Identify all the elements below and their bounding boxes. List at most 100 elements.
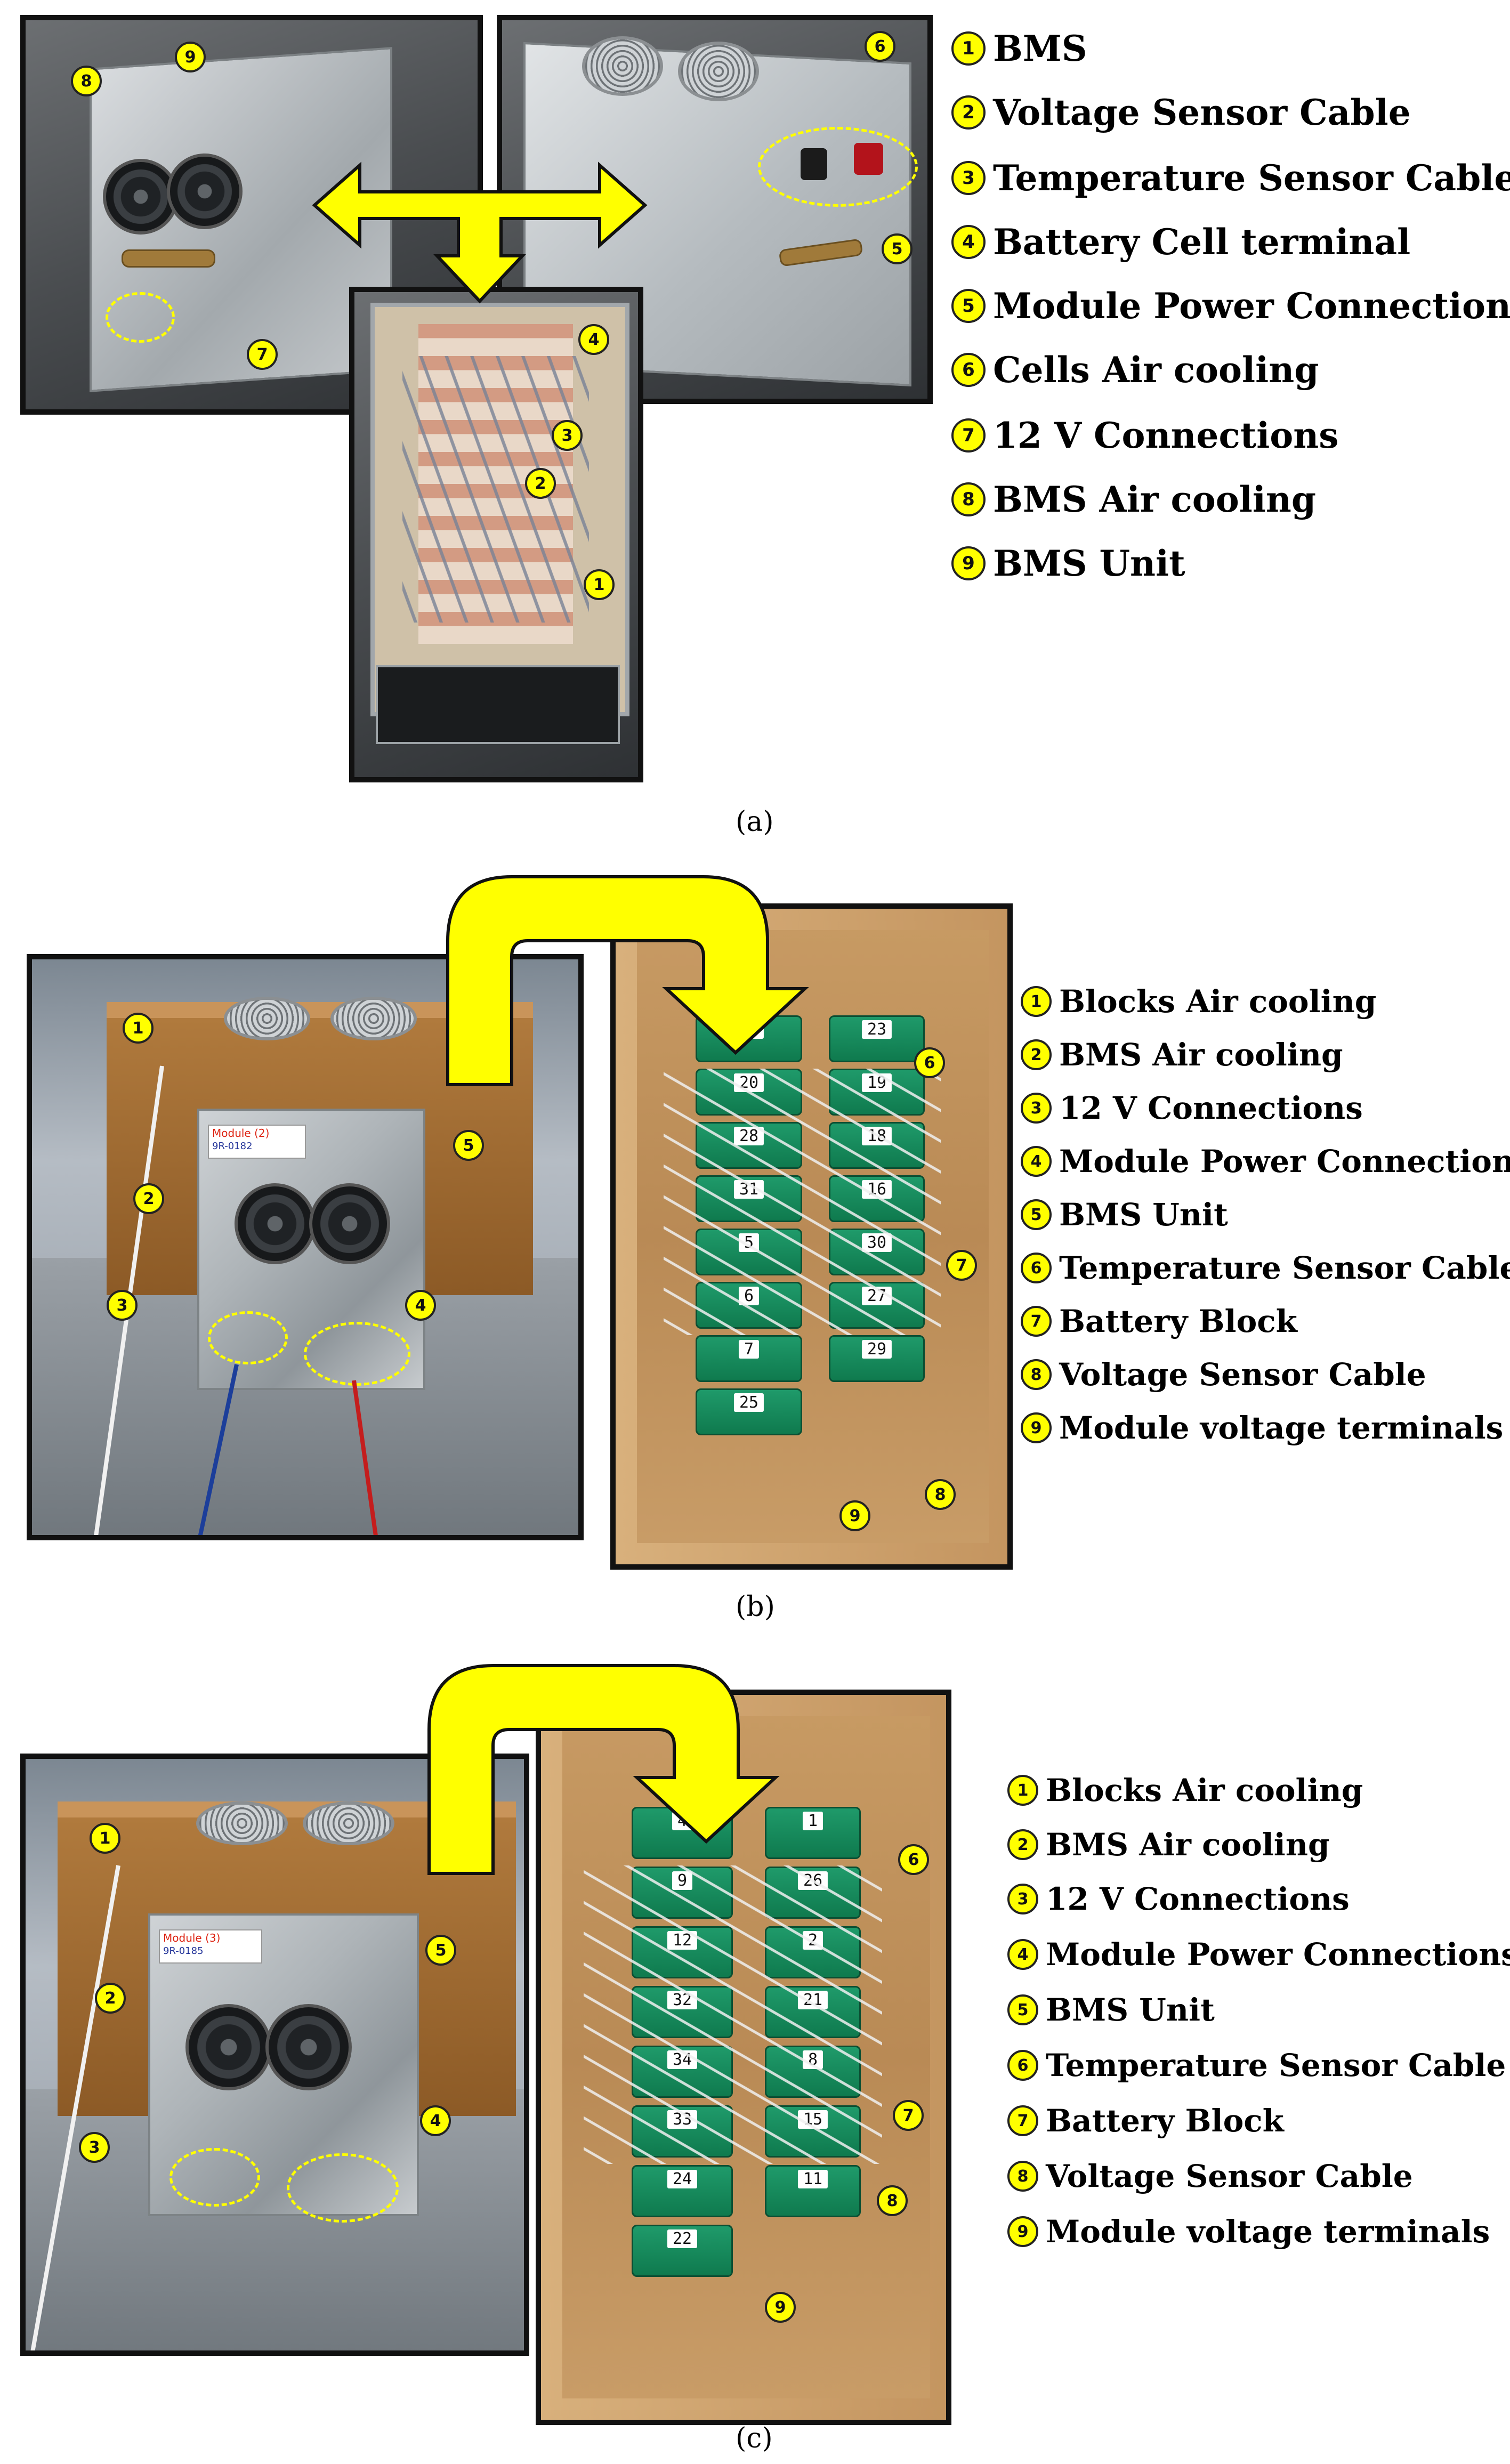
battery-block-number: 24	[667, 2170, 698, 2188]
battery-block-number: 1	[802, 1812, 823, 1830]
battery-block-number: 11	[797, 2170, 828, 2188]
photo-b-open: 2720283156725 23191816302729 6 7 8 9	[610, 903, 1013, 1570]
marker-8: 8	[877, 2185, 908, 2216]
block-fan-1	[224, 997, 310, 1040]
battery-block: 23	[829, 1015, 925, 1062]
photo-a-open: 4 3 2 1	[349, 287, 643, 782]
bms-fan-2	[265, 2004, 352, 2090]
bms-fan-1	[235, 1183, 316, 1264]
highlight-power	[304, 1322, 410, 1386]
marker-1: 1	[123, 1013, 154, 1044]
marker-1: 1	[584, 569, 615, 600]
battery-block-number: 22	[667, 2229, 698, 2248]
marker-3: 3	[552, 420, 583, 451]
marker-6: 6	[865, 31, 895, 62]
arrow-curved	[446, 875, 809, 1086]
caption-c: (c)	[736, 2422, 773, 2454]
highlight-12v	[169, 2148, 260, 2207]
battery-block-number: 25	[733, 1393, 764, 1412]
marker-9: 9	[839, 1500, 870, 1531]
module-tag-code: 9R-0185	[163, 1945, 204, 1957]
battery-block: 11	[765, 2165, 861, 2217]
highlight-power	[287, 2153, 399, 2223]
marker-5: 5	[453, 1130, 484, 1161]
module-tag: Module (3) 9R-0185	[159, 1929, 262, 1964]
cells-fan-2	[678, 42, 759, 101]
power-socket-black	[801, 148, 827, 180]
marker-9: 9	[175, 42, 206, 72]
module-tag-code: 9R-0182	[212, 1141, 253, 1152]
battery-block: 29	[829, 1335, 925, 1382]
marker-5: 5	[882, 233, 913, 264]
marker-8: 8	[925, 1479, 956, 1510]
battery-block-number: 23	[861, 1020, 892, 1039]
caption-a: (a)	[736, 806, 774, 838]
battery-block: 22	[632, 2225, 733, 2277]
battery-block: 1	[765, 1807, 861, 1859]
marker-6: 6	[898, 1844, 929, 1875]
marker-7: 7	[946, 1250, 977, 1281]
marker-6: 6	[914, 1047, 945, 1078]
photo-c-open: 49123234332422 12622181511 6 7 8 9	[536, 1690, 951, 2425]
marker-5: 5	[425, 1935, 456, 1966]
photo-b-front: Module (2) 9R-0182 1 2 3 4 5	[27, 954, 584, 1540]
sensor-wires	[664, 1069, 941, 1335]
block-fan-2	[330, 997, 417, 1040]
block-fan-1	[196, 1801, 288, 1845]
bms-fan-2	[309, 1183, 390, 1264]
power-socket-red	[854, 143, 883, 175]
bms-board	[376, 665, 620, 744]
sensor-wires	[584, 1865, 882, 2164]
block-fan-2	[303, 1801, 394, 1845]
module-tag: Module (2) 9R-0182	[208, 1125, 306, 1159]
marker-3: 3	[79, 2132, 110, 2163]
arrow-curved	[427, 1664, 780, 1875]
sensor-cables	[402, 356, 589, 623]
marker-2: 2	[525, 468, 556, 499]
marker-1: 1	[90, 1823, 120, 1854]
marker-9: 9	[765, 2292, 796, 2323]
arrow-t-shape	[312, 161, 648, 304]
module-tag-name: Module (2)	[212, 1127, 270, 1140]
marker-3: 3	[107, 1290, 138, 1321]
battery-block: 7	[696, 1335, 802, 1382]
cells-fan-1	[582, 36, 663, 96]
battery-block-number: 29	[861, 1340, 892, 1359]
marker-4: 4	[405, 1290, 436, 1321]
battery-block: 24	[632, 2165, 733, 2217]
bms-fan-1	[185, 2004, 272, 2090]
marker-8: 8	[71, 66, 102, 96]
marker-2: 2	[133, 1183, 164, 1214]
module-tag-name: Module (3)	[163, 1932, 221, 1944]
highlight-power	[758, 127, 918, 207]
marker-2: 2	[95, 1983, 126, 2014]
marker-4: 4	[578, 324, 609, 355]
highlight-12v	[106, 292, 175, 343]
battery-block-number: 7	[738, 1340, 760, 1359]
